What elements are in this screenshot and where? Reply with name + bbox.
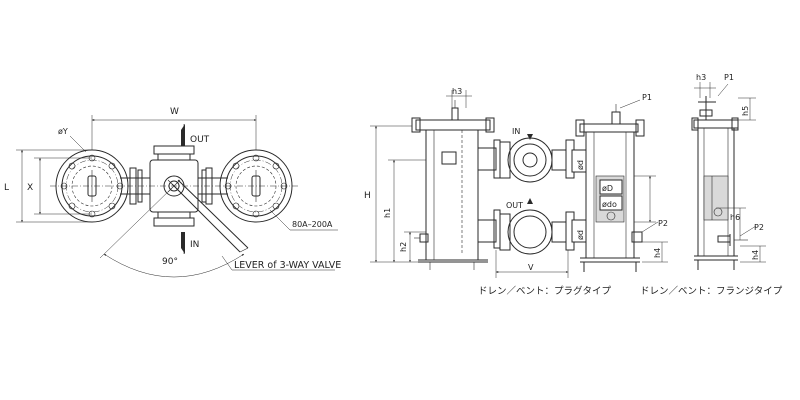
dim-h: H (364, 191, 371, 201)
side-view: IN OUT ød ød h3 H h1 h2 (364, 87, 587, 278)
lever-caption: LEVER of 3-WAY VALVE (234, 260, 341, 271)
out-label: OUT (190, 135, 210, 145)
in-label: IN (190, 240, 199, 250)
flange-h6: h6 (730, 213, 740, 222)
side-out-label: OUT (506, 201, 523, 210)
plug-p1: P1 (642, 93, 652, 102)
dim-v: V (528, 263, 534, 272)
plan-view: OUT IN 90° LEVER of 3-WAY VALVE W øY L (4, 107, 341, 278)
flange-h4: h4 (751, 250, 760, 260)
valve-lever (171, 179, 249, 253)
left-strainer (55, 149, 129, 223)
flange-h3: h3 (696, 73, 706, 82)
plug-caption: ドレン／ベント：プラグタイプ (478, 285, 612, 297)
plug-p2: P2 (658, 219, 668, 228)
flange-h5: h5 (741, 106, 750, 116)
plug-h4: h4 (653, 248, 662, 258)
plug-detail: P1 øD ødo P2 h4 (575, 93, 668, 272)
dim-d-in: ød (576, 160, 585, 170)
side-dim-h3: h3 (452, 87, 462, 96)
dim-d-out: ød (576, 230, 585, 240)
size-range: 80A–200A (292, 220, 333, 229)
flange-caption: ドレン／ベント：フランジタイプ (640, 286, 783, 297)
dim-h2: h2 (399, 242, 408, 252)
dim-h1: h1 (383, 208, 392, 218)
flange-p2: P2 (754, 223, 764, 232)
plug-do: ødo (602, 200, 617, 209)
plug-big-d: øD (602, 184, 613, 193)
flange-detail: h3 P1 h5 P2 h6 (691, 73, 766, 270)
dim-y: øY (58, 127, 68, 136)
side-in-label: IN (512, 127, 520, 136)
right-strainer (219, 149, 293, 223)
flange-p1: P1 (724, 73, 734, 82)
dim-w: W (170, 107, 179, 117)
dim-x: X (27, 183, 33, 193)
dim-l: L (4, 183, 9, 193)
angle-label: 90° (162, 257, 178, 267)
